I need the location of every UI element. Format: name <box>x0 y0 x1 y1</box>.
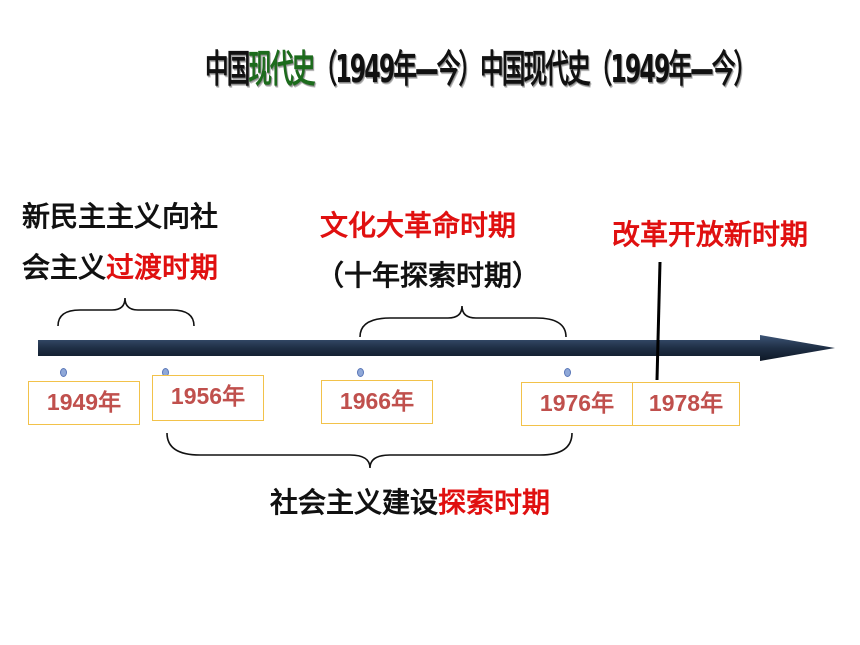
title-part1-c: （1949年—今） <box>313 47 482 91</box>
label-transition-line1: 新民主主义向社 <box>22 200 219 233</box>
page-title: 中国现代史（1949年—今）中国现代史（1949年—今） <box>205 38 757 108</box>
timeline-dot-1976 <box>564 368 571 377</box>
year-box-1978: 1978年 <box>632 382 740 426</box>
title-part1-b: 现代史 <box>248 47 315 91</box>
title-part2: 中国现代史（1949年—今） <box>480 47 757 91</box>
reform-marker-line <box>655 261 662 381</box>
label-cultural-revolution: 文化大革命时期 <box>320 209 517 242</box>
year-box-1976: 1976年 <box>521 382 633 426</box>
brace-transition <box>57 297 195 327</box>
timeline-dot-1966 <box>357 368 364 377</box>
label-transition-line2: 会主义过渡时期 <box>22 251 219 284</box>
label-reform-opening: 改革开放新时期 <box>612 218 809 251</box>
brace-cultural-revolution <box>359 305 567 338</box>
year-box-1949: 1949年 <box>28 381 140 425</box>
label-construction: 社会主义建设探索时期 <box>270 486 551 519</box>
timeline-arrow <box>38 335 835 361</box>
year-box-1966: 1966年 <box>321 380 433 424</box>
label-exploration-decade: （十年探索时期） <box>316 259 541 292</box>
year-box-1956: 1956年 <box>152 375 264 421</box>
brace-construction <box>166 432 573 469</box>
timeline-dot-1949 <box>60 368 67 377</box>
title-part1-a: 中国 <box>205 47 250 91</box>
